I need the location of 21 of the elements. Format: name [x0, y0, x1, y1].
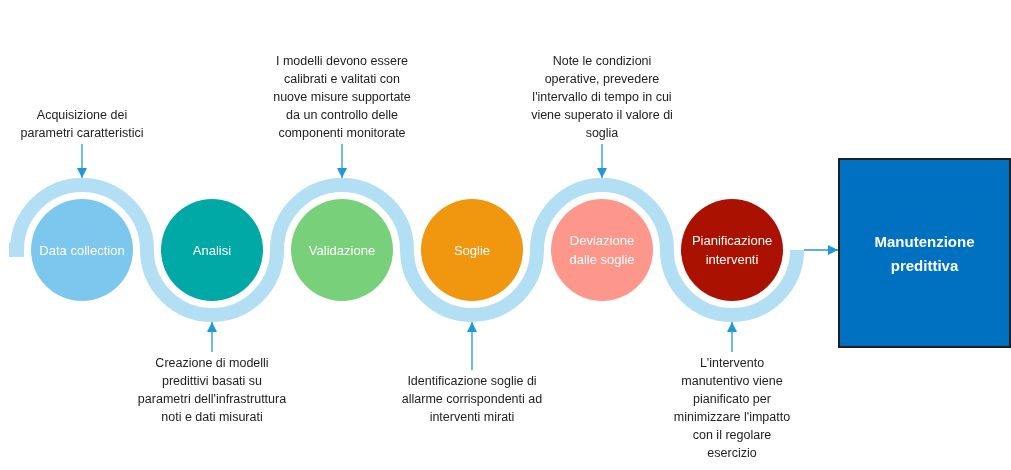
- step-label: Validazione: [308, 241, 376, 260]
- step-label: Pianificazione interventi: [690, 232, 774, 269]
- note-text: Identificazione soglie di allarme corrispondenti ad interventi mirati: [400, 373, 544, 426]
- step-label: Analisi: [192, 241, 232, 260]
- arrow: [467, 321, 477, 371]
- note-text: Acquisizione dei parametri caratteristici: [19, 107, 145, 142]
- note-text: Note le condizioni operative, prevedere l'intervallo di tempo in cui viene superato il valore di soglia: [530, 53, 674, 142]
- step-label: Data collection: [39, 241, 125, 260]
- arrow: [207, 321, 217, 353]
- arrow: [597, 143, 607, 179]
- step-label: Soglie: [453, 241, 491, 260]
- arrow: [77, 143, 87, 179]
- arrow: [803, 245, 839, 255]
- arrow: [727, 321, 737, 353]
- arrow: [337, 143, 347, 179]
- result-label: Manutenzione predittiva: [873, 232, 976, 276]
- note-text: L'intervento manutentivo viene pianificato per minimizzare l'impatto con il regolare esercizio: [672, 355, 792, 462]
- note-text: Creazione di modelli predittivi basati su parametri dell'infrastruttura noti e dati misurati: [137, 355, 287, 426]
- step-label: Deviazione dalle soglie: [568, 232, 636, 269]
- note-text: I modelli devono essere calibrati e valitati con nuove misure supportate da un controllo delle componenti monitorate: [272, 53, 412, 142]
- result-box: [838, 158, 1011, 348]
